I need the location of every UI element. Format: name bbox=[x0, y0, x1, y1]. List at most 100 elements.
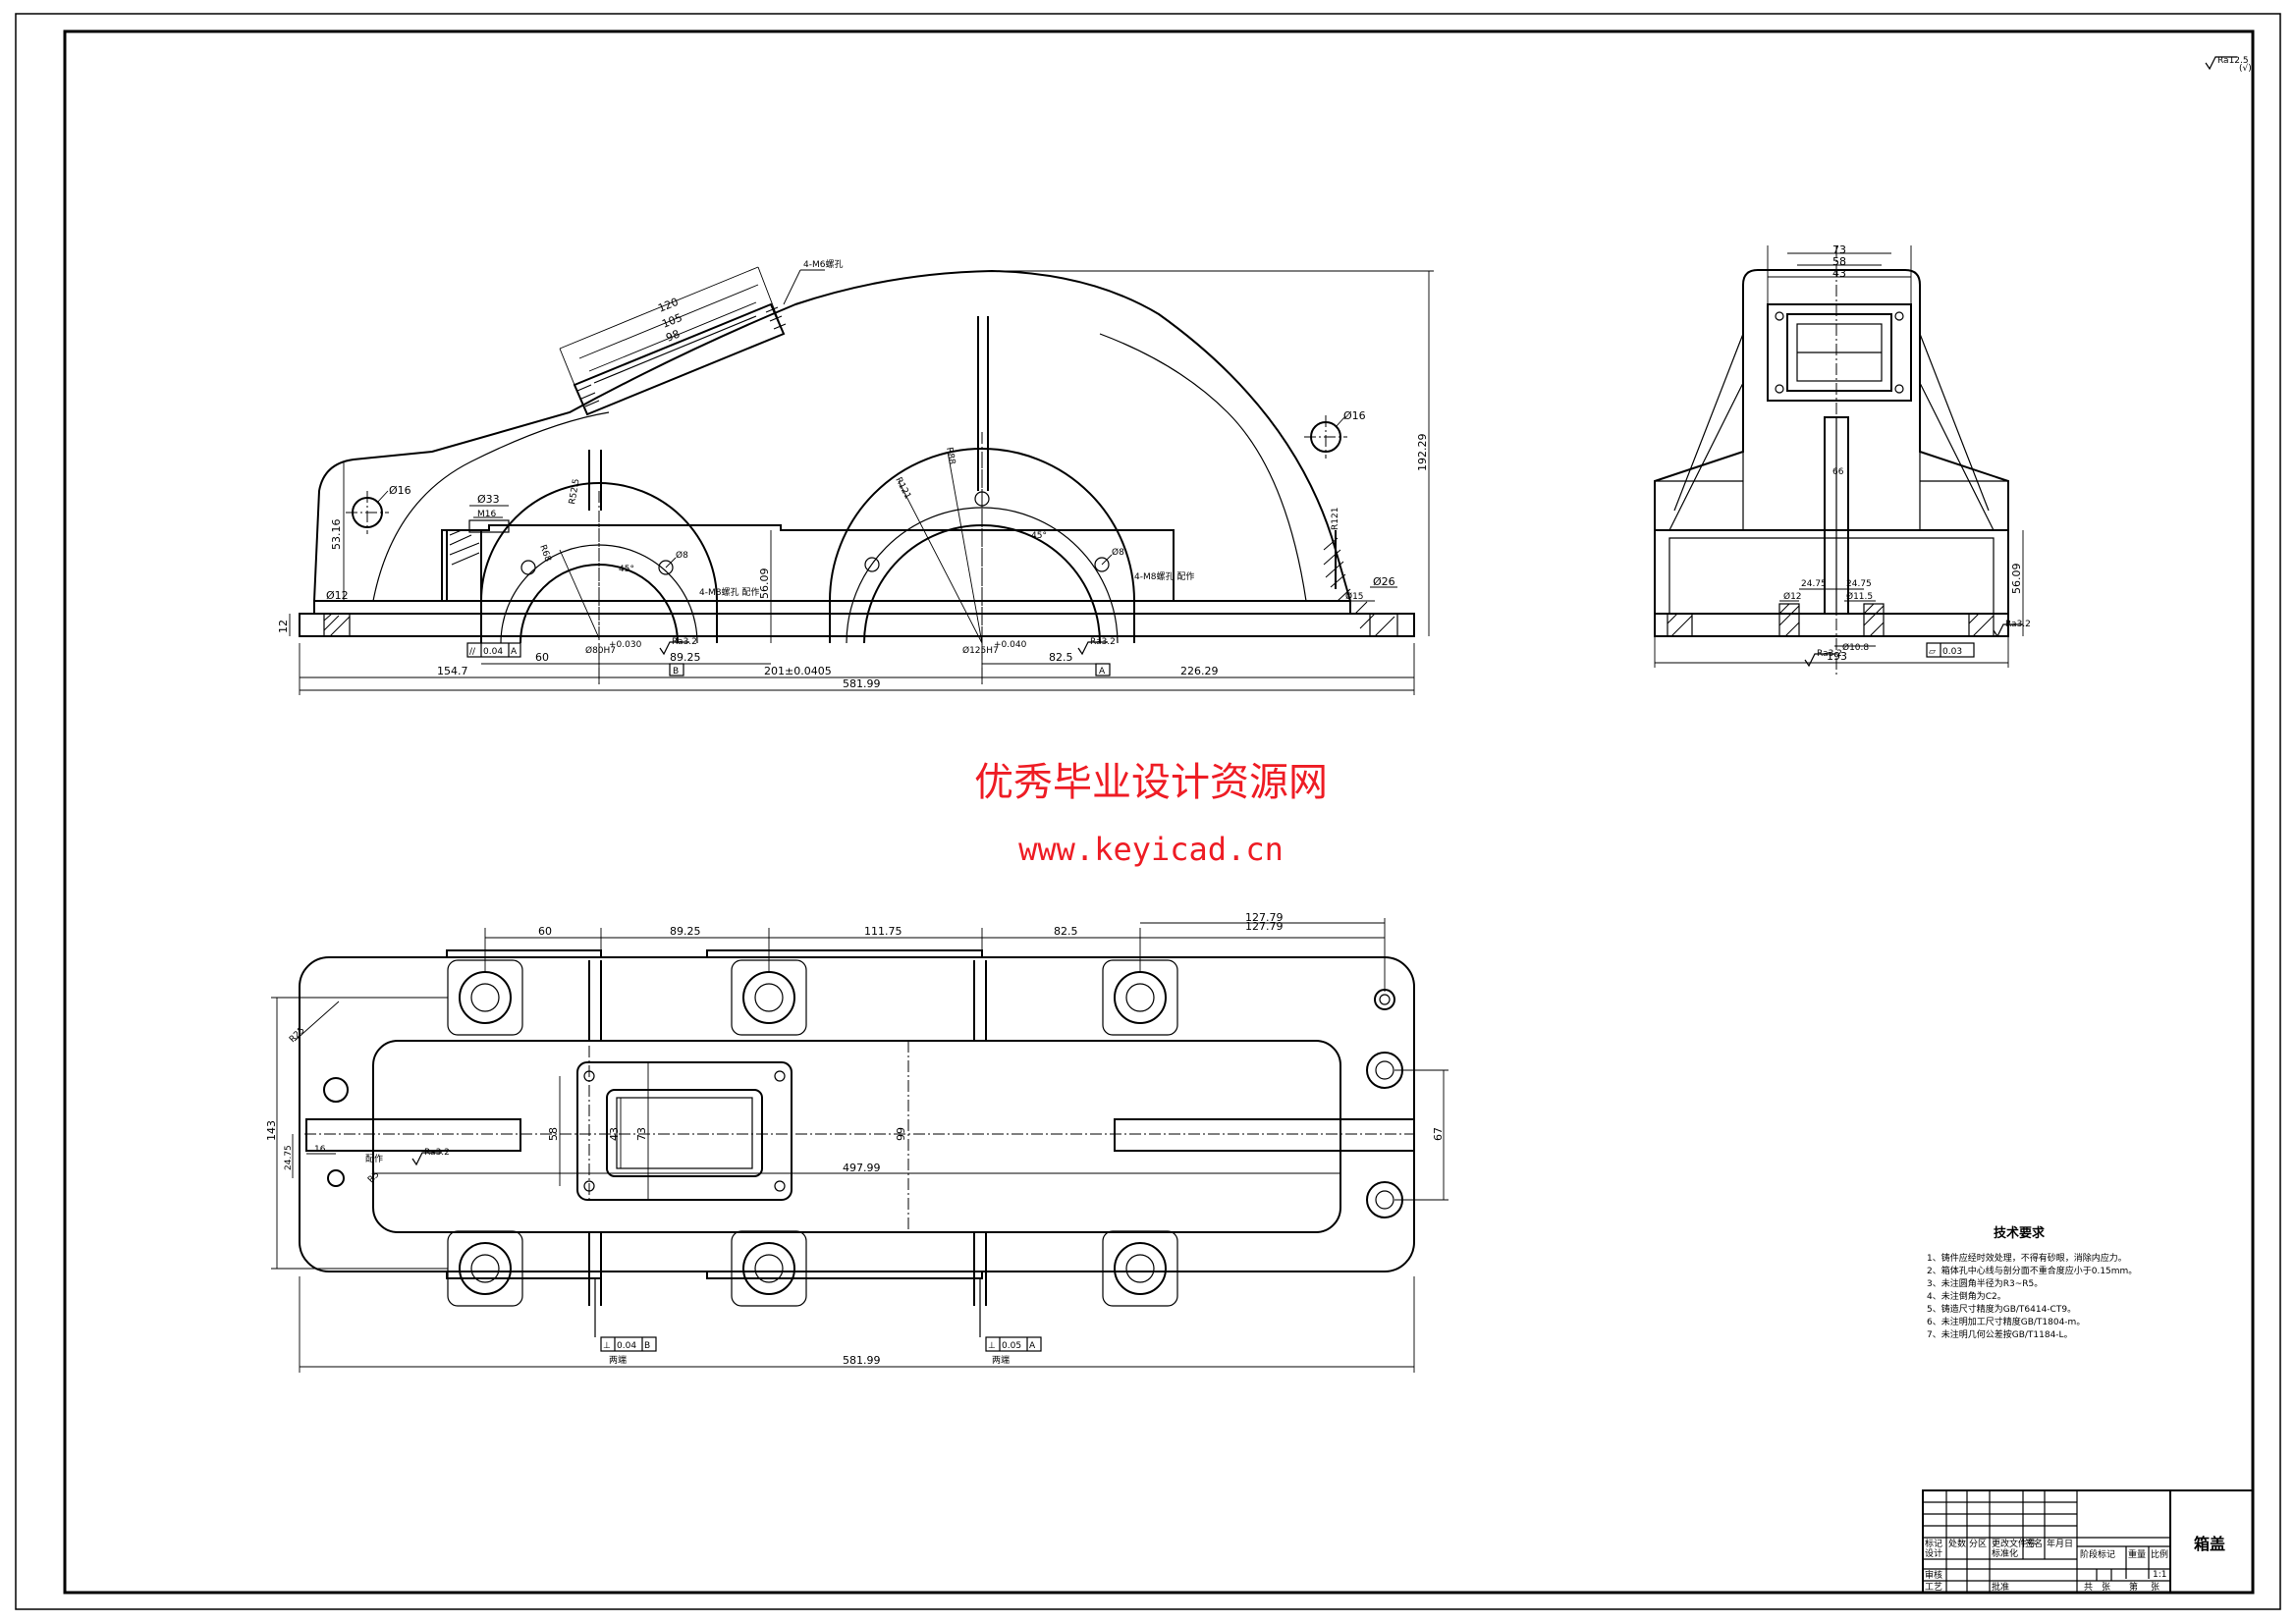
top-dim-8925: 89.25 bbox=[670, 925, 701, 938]
top-window-outer bbox=[576, 1061, 793, 1201]
front-left-boss: Ø33 M16 bbox=[446, 493, 510, 602]
left-bearing-rad-small: R52.5 bbox=[568, 478, 581, 506]
side-window-outer bbox=[1767, 303, 1912, 402]
top-dim-99: 99 bbox=[895, 1127, 907, 1141]
top-flange-outline bbox=[299, 956, 1415, 1272]
top-ra: Ra3.2 bbox=[424, 1148, 450, 1158]
top-dim-58199: 581.99 bbox=[843, 1354, 881, 1367]
front-dim-1547: 154.7 bbox=[437, 665, 468, 677]
side-dim-5609: 56.09 bbox=[2010, 564, 2023, 595]
side-dim-58: 58 bbox=[1832, 255, 1846, 268]
title-block: 标记 处数 分区 更改文件号 签名 年月日 设计 标准化 阶段标记 重量 比例 … bbox=[1922, 1489, 2254, 1594]
tech-req-2: 2、箱体孔中心线与剖分面不重合度应小于0.15mm。 bbox=[1927, 1265, 2137, 1276]
tech-req-1: 1、铸件应经时效处理，不得有砂眼，消除内应力。 bbox=[1927, 1252, 2127, 1264]
tb-label-stage: 阶段标记 bbox=[2080, 1548, 2115, 1560]
gdt-par-symbol: // bbox=[469, 647, 476, 657]
tech-req-3: 3、未注圆角半径为R3~R5。 bbox=[1927, 1277, 2043, 1289]
tb-label-date: 年月日 bbox=[2047, 1538, 2073, 1549]
outer-border bbox=[15, 13, 2281, 1610]
tb-label-total: 共 bbox=[2084, 1582, 2093, 1593]
watermark-title: 优秀毕业设计资源网 bbox=[974, 760, 1328, 805]
tb-label-sheets: 张 bbox=[2102, 1582, 2110, 1593]
top-gdt1-note: 两端 bbox=[609, 1354, 627, 1366]
top-gdt2-ref: A bbox=[1029, 1341, 1036, 1351]
side-dim-2475b: 24.75 bbox=[1846, 579, 1872, 589]
gdt-par-ref: A bbox=[511, 647, 518, 657]
cover-vent-note: 4-M6螺孔 bbox=[803, 259, 843, 270]
inner-frame bbox=[63, 29, 2255, 1595]
tech-req-6: 6、未注明加工尺寸精度GB/T1804-m。 bbox=[1927, 1316, 2085, 1327]
right-bearing-angle: 45° bbox=[1031, 531, 1047, 541]
top-r-corner: R25 bbox=[288, 1026, 307, 1046]
tb-label-count: 处数 bbox=[1948, 1538, 1966, 1549]
front-dim-201: 201±0.0405 bbox=[764, 665, 832, 677]
front-dim-60: 60 bbox=[535, 651, 549, 664]
top-dim-2475: 24.75 bbox=[284, 1145, 294, 1170]
general-roughness: Ra12.5 (√) bbox=[2205, 56, 2252, 74]
side-dim-43: 43 bbox=[1832, 267, 1846, 280]
side-hole-a: Ø12 bbox=[1783, 591, 1802, 602]
tb-label-sign: 签名 bbox=[2025, 1538, 2043, 1549]
general-roughness-value: Ra12.5 bbox=[2217, 56, 2249, 66]
side-hole-c: Ø10.8 bbox=[1842, 642, 1869, 653]
top-gdt1-sym: ⊥ bbox=[603, 1341, 611, 1351]
top-dim-143: 143 bbox=[265, 1120, 278, 1141]
cover-dim-105: 105 bbox=[660, 311, 683, 331]
side-ra-a: Ra3.2 bbox=[1817, 649, 1842, 659]
top-dim-12779a: 127.79 bbox=[1245, 911, 1284, 924]
front-dim-r-arc: R121 bbox=[1331, 508, 1340, 530]
front-dim-22629: 226.29 bbox=[1180, 665, 1219, 677]
tb-label-approve: 批准 bbox=[1992, 1581, 2009, 1593]
top-dim-49799: 497.99 bbox=[843, 1162, 881, 1174]
tech-req-5: 5、铸造尺寸精度为GB/T6414-CT9。 bbox=[1927, 1303, 2076, 1315]
side-dim-193: 193 bbox=[1827, 650, 1847, 663]
right-bearing-bore-tol: +0.040 bbox=[994, 640, 1027, 650]
front-inspection-cover: 120 105 98 4-M6螺孔 bbox=[559, 259, 843, 416]
tb-label-zone: 分区 bbox=[1969, 1539, 1987, 1549]
gdt-par-value: 0.04 bbox=[483, 647, 503, 657]
right-bearing-rad-large: R121 bbox=[893, 476, 912, 501]
top-hole-note: 配作 bbox=[365, 1153, 383, 1164]
left-bearing-angle: 45° bbox=[619, 565, 634, 574]
top-dim-73: 73 bbox=[635, 1127, 648, 1141]
watermark-url: www.keyicad.cn bbox=[1018, 831, 1284, 868]
top-gdt-1: ⊥ 0.04 B 两端 bbox=[594, 1278, 657, 1366]
front-dim-8925: 89.25 bbox=[670, 651, 701, 664]
side-gdt-val: 0.03 bbox=[1942, 647, 1962, 657]
side-gdt-sym: ⏥ bbox=[1929, 647, 1936, 657]
tb-scale-value: 1:1 bbox=[2153, 1570, 2166, 1580]
top-gdt2-note: 两端 bbox=[992, 1354, 1010, 1366]
tb-label-sheet: 张 bbox=[2151, 1582, 2159, 1593]
tb-label-mark: 标记 bbox=[1925, 1538, 1942, 1549]
top-dim-825: 82.5 bbox=[1054, 925, 1078, 938]
front-right-base-hatch: Ø26 Ø15 bbox=[1323, 537, 1398, 637]
top-gdt1-val: 0.04 bbox=[617, 1341, 636, 1351]
tech-req-title: 技术要求 bbox=[1994, 1225, 2046, 1241]
top-gdt2-sym: ⊥ bbox=[988, 1341, 996, 1351]
front-hole-right-label: Ø16 bbox=[1343, 409, 1366, 422]
right-bearing-note: 4-M8螺孔 配作 bbox=[1134, 570, 1194, 582]
front-bottom-hole-right-label: Ø26 bbox=[1373, 575, 1395, 588]
left-bearing-radius: R68 bbox=[537, 544, 553, 564]
right-bearing-hole: Ø8 bbox=[1112, 547, 1124, 558]
left-bearing-bore-tol: +0.030 bbox=[609, 640, 642, 650]
side-ra-b: Ra3.2 bbox=[2005, 620, 2031, 629]
top-dim-43: 43 bbox=[608, 1127, 621, 1141]
left-bearing-note: 4-M8螺孔 配作 bbox=[699, 586, 759, 598]
front-datum-a: A bbox=[1099, 667, 1106, 676]
front-thread-label: M16 bbox=[477, 510, 496, 519]
top-dim-60: 60 bbox=[538, 925, 552, 938]
top-gdt1-ref: B bbox=[644, 1341, 650, 1351]
top-dim-12779b: 127.79 bbox=[1245, 920, 1284, 933]
top-view: 60 89.25 111.75 82.5 127.79 127.79 143 2… bbox=[265, 911, 1449, 1373]
left-bearing-hole: Ø8 bbox=[676, 550, 688, 561]
tb-label-scale: 比例 bbox=[2151, 1548, 2168, 1560]
tech-req-7: 7、未注明几何公差按GB/T1184-L。 bbox=[1927, 1328, 2073, 1340]
front-left-bearing: R68 45° Ø8 Ø80H7 +0.030 4-M8螺孔 配作 R52.5 bbox=[480, 478, 759, 656]
top-gdt2-val: 0.05 bbox=[1002, 1341, 1021, 1351]
front-ra-right: Ra3.2 bbox=[1090, 637, 1116, 647]
right-bearing-bore: Ø125H7 bbox=[962, 645, 999, 656]
front-dim-825: 82.5 bbox=[1049, 651, 1073, 664]
front-bottom-hole-label: Ø12 bbox=[326, 589, 349, 602]
